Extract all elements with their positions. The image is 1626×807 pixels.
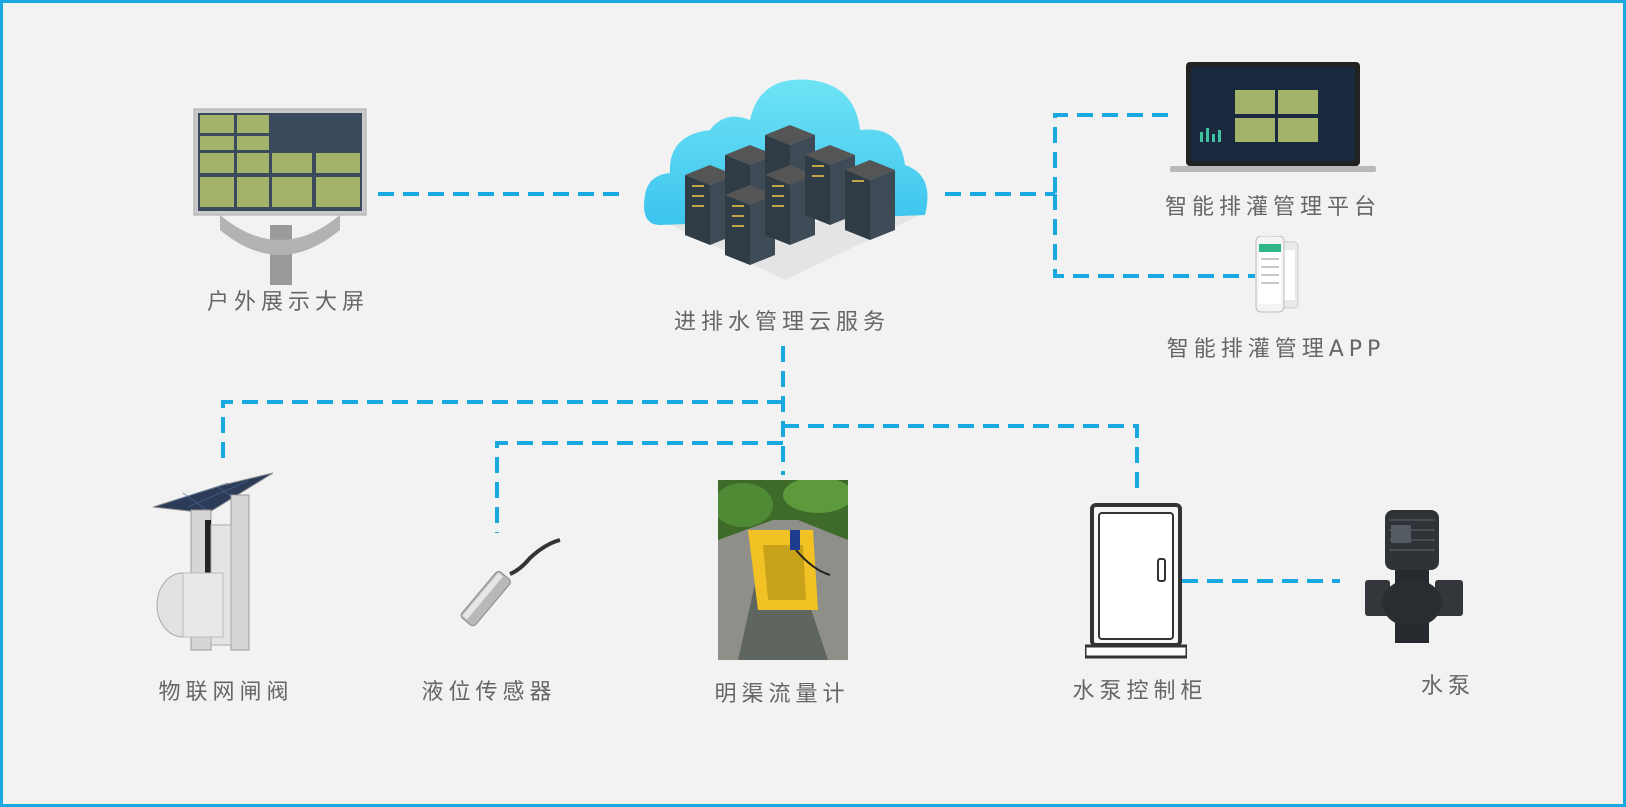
outdoor-screen-node — [190, 105, 370, 285]
flow-meter-node — [718, 480, 848, 660]
smartphone-icon — [1255, 235, 1299, 313]
pump-cabinet-node — [1083, 503, 1189, 659]
pump-node — [1355, 505, 1473, 650]
pump-cabinet-label: 水泵控制柜 — [1072, 679, 1208, 704]
link-trunk-cabinet — [783, 424, 1139, 496]
water-pump-icon — [1365, 510, 1463, 643]
outdoor-screen-label: 户外展示大屏 — [206, 290, 370, 315]
gate-valve-node — [152, 465, 283, 655]
gate-valve-label: 物联网闸阀 — [158, 680, 294, 705]
link-trunk-sensor — [495, 441, 783, 533]
cloud-node — [640, 75, 930, 285]
control-cabinet-icon — [1083, 503, 1189, 659]
level-sensor-label: 液位传感器 — [421, 680, 557, 705]
flow-meter-label: 明渠流量计 — [714, 682, 850, 707]
channel-flowmeter-photo — [718, 480, 848, 660]
level-sensor-node — [455, 538, 565, 638]
link-trunk-gate — [221, 400, 783, 462]
pump-label: 水泵 — [1420, 674, 1476, 699]
app-label: 智能排灌管理APP — [1166, 337, 1386, 362]
platform-label: 智能排灌管理平台 — [1164, 195, 1382, 220]
link-hub-platform — [1053, 113, 1168, 194]
cloud-label: 进排水管理云服务 — [673, 310, 891, 335]
app-node — [1254, 235, 1300, 314]
solar-gate-valve-icon — [152, 472, 274, 651]
billboard-screen-icon — [193, 108, 367, 285]
link-hub-app — [1053, 194, 1255, 278]
laptop-icon — [1170, 62, 1376, 172]
platform-node — [1170, 62, 1376, 172]
server-cloud-icon — [644, 79, 928, 280]
level-sensor-probe-icon — [460, 538, 561, 627]
